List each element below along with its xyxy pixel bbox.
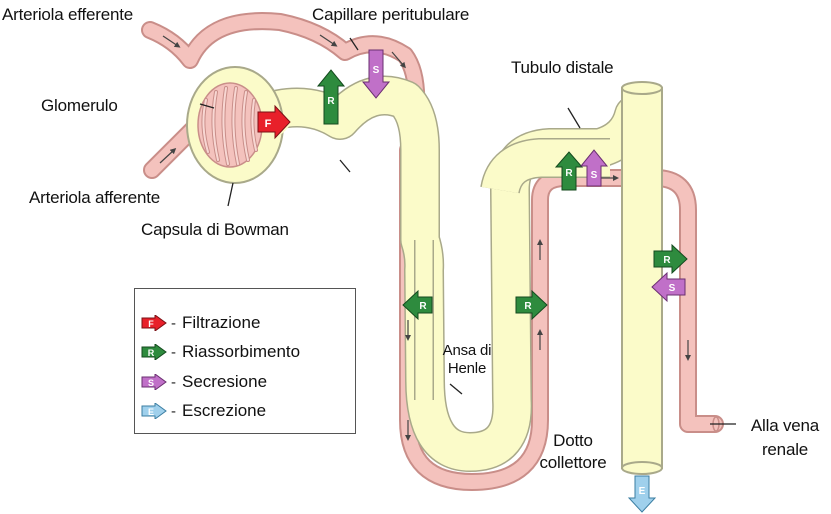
label-alla-vena-renale: Alla vena renale	[742, 414, 828, 462]
legend: F - Filtrazione R - Riassorbimento S - S…	[134, 288, 356, 434]
label-dotto-collettore-line2: collettore	[533, 452, 613, 474]
legend-label-secresione: Secresione	[182, 372, 267, 392]
label-capsula-di-bowman: Capsula di Bowman	[141, 220, 289, 240]
svg-text:R: R	[524, 301, 532, 312]
label-alla-vena-renale-line2: renale	[742, 438, 828, 462]
label-glomerulo: Glomerulo	[41, 96, 118, 116]
label-dotto-collettore: Dotto collettore	[533, 430, 613, 474]
svg-text:F: F	[148, 319, 154, 329]
label-alla-vena-renale-line1: Alla vena	[742, 414, 828, 438]
label-arteriola-efferente: Arteriola efferente	[2, 5, 133, 25]
svg-text:E: E	[148, 407, 154, 417]
legend-item-filtrazione: F - Filtrazione	[141, 312, 260, 334]
svg-text:R: R	[327, 96, 335, 107]
collecting-duct	[622, 82, 662, 474]
legend-label-escrezione: Escrezione	[182, 401, 266, 421]
legend-item-riassorbimento: R - Riassorbimento	[141, 341, 300, 363]
label-tubulo-distale: Tubulo distale	[511, 58, 613, 78]
excretion-arrow: E	[629, 476, 655, 512]
legend-item-secresione: S - Secresione	[141, 371, 267, 393]
svg-text:R: R	[663, 255, 671, 266]
legend-label-filtrazione: Filtrazione	[182, 313, 260, 333]
svg-text:S: S	[148, 378, 154, 388]
svg-text:S: S	[591, 170, 598, 181]
legend-item-escrezione: E - Escrezione	[141, 400, 266, 422]
excretion-arrow-icon: E	[141, 403, 167, 419]
label-ansa-di-henle-line1: Ansa di	[437, 342, 497, 360]
glomerulus	[198, 83, 262, 167]
label-ansa-di-henle-line2: Henle	[437, 360, 497, 378]
secretion-arrow-icon: S	[141, 374, 167, 390]
label-ansa-di-henle: Ansa di Henle	[437, 342, 497, 378]
svg-text:R: R	[565, 168, 573, 179]
label-capillare-peritubulare: Capillare peritubulare	[312, 5, 469, 25]
label-arteriola-afferente: Arteriola afferente	[29, 188, 160, 208]
svg-text:S: S	[373, 65, 380, 76]
label-dotto-collettore-line1: Dotto	[533, 430, 613, 452]
reabsorption-arrow-icon: R	[141, 344, 167, 360]
svg-text:R: R	[148, 348, 155, 358]
svg-text:E: E	[639, 486, 646, 497]
svg-text:F: F	[265, 118, 272, 130]
svg-text:R: R	[419, 301, 427, 312]
filtration-arrow-icon: F	[141, 315, 167, 331]
legend-label-riassorbimento: Riassorbimento	[182, 342, 300, 362]
svg-text:S: S	[669, 283, 676, 294]
